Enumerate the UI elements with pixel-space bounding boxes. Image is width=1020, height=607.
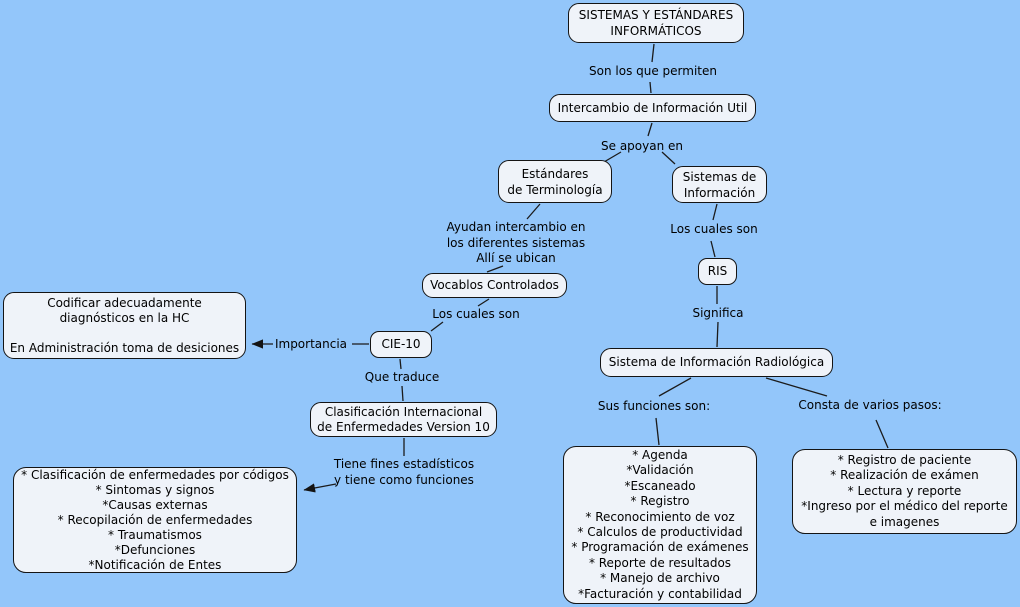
edge-sir-consta xyxy=(765,377,828,397)
node-intercambio-informacion-util[interactable]: Intercambio de Información Util xyxy=(549,94,756,122)
edge-fines-enfermedades-arrow xyxy=(303,483,337,493)
edge-permiten-intercambio xyxy=(649,81,652,94)
edge-label-significa: Significa xyxy=(692,306,744,320)
edge-funciones-son-funciones xyxy=(655,417,660,446)
node-codificar-diagnosticos[interactable]: Codificar adecuadamente diagnósticos en … xyxy=(3,292,246,359)
edge-label-consta-de-varios-pasos: Consta de varios pasos: xyxy=(798,398,942,412)
edge-sir-funciones-son xyxy=(658,377,692,397)
edge-label-importancia: Importancia xyxy=(274,337,348,351)
edge-label-se-apoyan-en: Se apoyan en xyxy=(601,139,683,153)
node-ris[interactable]: RIS xyxy=(698,258,737,285)
edge-estandares-ayudan xyxy=(526,203,541,220)
edge-label-que-traduce: Que traduce xyxy=(364,370,440,384)
edge-label-los-cuales-son-derecha: Los cuales son xyxy=(670,222,758,236)
node-lista-funciones-cie10[interactable]: * Clasificación de enfermedades por códi… xyxy=(13,467,297,573)
node-estandares-terminologia[interactable]: Estándares de Terminología xyxy=(498,160,612,203)
edge-label-sus-funciones-son: Sus funciones son: xyxy=(597,399,711,413)
edge-sistemas-cuales-der xyxy=(712,203,718,221)
edge-label-ayudan-intercambio: Ayudan intercambio en los diferentes sis… xyxy=(446,220,586,265)
node-sistemas-estandares-informaticos[interactable]: SISTEMAS Y ESTÁNDARES INFORMÁTICOS xyxy=(568,3,744,43)
edge-title-permiten xyxy=(651,43,655,63)
node-cie-10[interactable]: CIE-10 xyxy=(370,331,432,358)
edge-cie10-traduce xyxy=(399,358,402,370)
edge-cuales-izq-cie10 xyxy=(430,321,444,332)
node-vocablos-controlados[interactable]: Vocablos Controlados xyxy=(422,273,567,298)
edge-traduce-clasificacion xyxy=(401,385,404,402)
node-clasificacion-internacional-enfermedades[interactable]: Clasificación Internacional de Enfermeda… xyxy=(310,402,497,437)
node-lista-pasos-ris[interactable]: * Registro de paciente * Realización de … xyxy=(792,449,1017,534)
edge-cuales-der-ris xyxy=(710,240,716,258)
edge-label-tiene-fines-estadisticos: Tiene fines estadísticos y tiene como fu… xyxy=(333,457,475,487)
edge-label-son-los-que-permiten: Son los que permiten xyxy=(589,64,717,78)
edge-vocablos-cuales-izq xyxy=(477,298,490,307)
edge-ayudan-vocablos xyxy=(486,265,504,273)
node-sistema-informacion-radiologica[interactable]: Sistema de Información Radiológica xyxy=(600,348,833,377)
edge-significa-sir xyxy=(716,321,719,348)
node-lista-funciones-ris[interactable]: * Agenda *Validación *Escaneado * Regist… xyxy=(563,446,757,604)
edge-intercambio-apoyan xyxy=(647,122,653,137)
node-sistemas-informacion[interactable]: Sistemas de Información xyxy=(672,166,767,203)
edge-consta-pasos xyxy=(875,419,889,449)
edge-label-los-cuales-son-izquierda: Los cuales son xyxy=(432,307,520,321)
